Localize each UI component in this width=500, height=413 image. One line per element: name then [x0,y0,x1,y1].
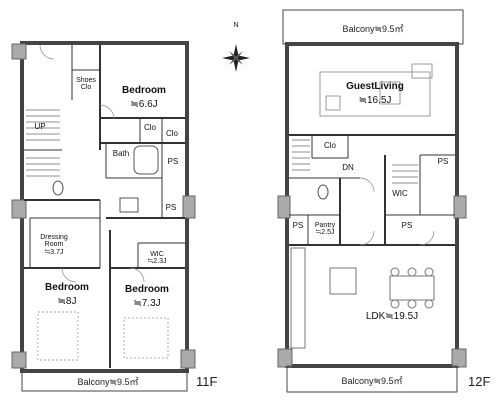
room-label: Room [44,241,64,249]
pipe-space: PS [437,157,449,166]
bathtub [133,145,159,175]
compass-icon [222,44,250,72]
sofa-outline [319,71,431,117]
stair-down-label: DN [342,163,354,172]
stair-up-label: UP [34,122,46,131]
pipe-space: PS [401,221,413,230]
floor-11-drawing [11,41,196,392]
room-ldk: LDK≒19.5J [365,311,419,322]
room-label: Pantry [314,222,336,229]
column [277,195,291,219]
chair [407,267,417,277]
door-swing [99,104,115,120]
room-dressing-room: Dressing Room ≒3.7J [32,234,76,256]
door-swing [359,177,375,193]
door-swing [359,230,375,246]
room-area: ≒16.5J [358,95,392,106]
room-area: ≒2.5J [315,229,335,237]
room-walk-in-closet: WIC ≒2.3J [142,251,172,266]
bed [123,317,169,359]
pipe-space: PS [165,203,177,212]
toilet [52,180,64,196]
floor-12-drawing [277,9,467,393]
room-bath: Bath [112,149,130,158]
chair [390,267,400,277]
room-area: ≒8J [57,296,77,307]
room-bedroom-top: Bedroom [122,85,166,96]
coffee-table [379,81,401,105]
room-pantry: Pantry ≒2.5J [310,222,340,237]
room-area: ≒6.6J [130,99,158,110]
staircase [26,109,60,177]
door-swing [61,267,77,283]
column [11,43,27,60]
room-label: Shoes [76,77,96,84]
door-swing [419,230,435,246]
column [182,195,196,219]
sink [119,197,139,213]
floor-12-balcony-bottom-outline [286,365,458,393]
chair [390,299,400,309]
dining-table [389,275,435,301]
floor-11-balcony-outline [21,370,188,392]
door-swing [39,44,55,60]
column [277,348,293,368]
column [11,351,27,369]
room-shoes-closet: Shoes Clo [72,77,100,92]
room-area: ≒7.3J [133,298,161,309]
room-area: ≒2.3J [147,258,167,266]
room-walk-in-closet: WIC [392,189,408,198]
column [451,348,467,368]
floor-12-balcony-bottom-label: Balcony≒9.5㎡ [341,376,403,386]
room-label: WIC [150,251,164,258]
floor-12-label: 12F [468,374,491,389]
room-bedroom-left: Bedroom [45,282,89,293]
column [453,195,467,219]
floor-11-balcony-label: Balcony≒9.5㎡ [77,377,139,387]
column [180,349,196,369]
toilet [317,184,329,200]
floor-11-label: 11F [196,374,218,389]
kitchen-island [329,267,357,295]
door-swing [129,267,145,283]
room-label: Dressing [40,234,68,241]
pipe-space: PS [292,221,304,230]
chair [407,299,417,309]
armchair [325,95,341,111]
room-label: Clo [80,84,92,92]
room-guest-living: GuestLiving [346,81,404,92]
room-closet: Clo [323,141,336,150]
pipe-space: PS [167,157,179,166]
chair [424,299,434,309]
compass-north-label: N [233,22,239,29]
chair [424,267,434,277]
side-table [411,63,433,79]
room-closet: Clo [165,129,178,138]
room-closet: Clo [143,123,156,132]
column [11,199,27,219]
room-area: ≒3.7J [44,248,64,256]
floor-12-balcony-top-label: Balcony≒9.5㎡ [342,24,404,34]
staircase [292,139,418,184]
bed [37,311,79,361]
kitchen-counter [290,247,306,349]
room-bedroom-right: Bedroom [125,284,169,295]
